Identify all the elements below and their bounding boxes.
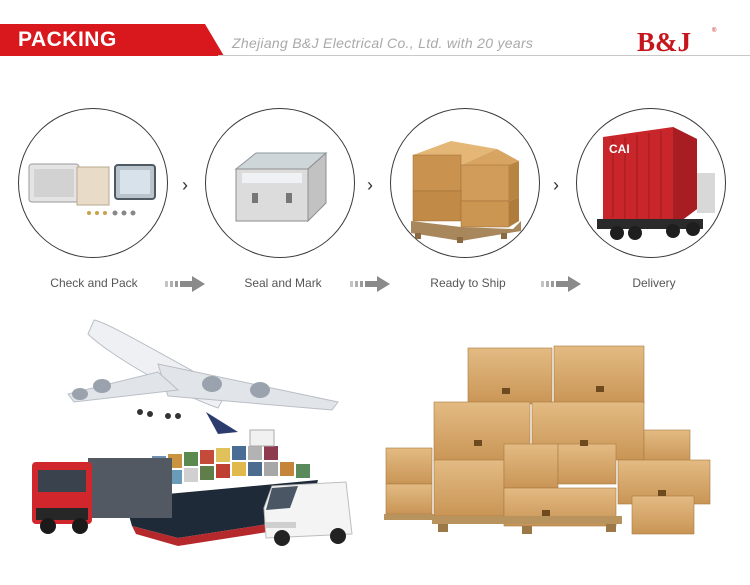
- enclosure-parts-icon: [28, 163, 156, 216]
- chevron-right-icon: ›: [182, 175, 188, 195]
- chevron-right-icon: ›: [367, 175, 373, 195]
- step-ready-to-ship-image: [390, 108, 540, 258]
- flow-arrow-icon: [541, 276, 581, 292]
- step-label: Seal and Mark: [244, 276, 322, 290]
- red-truck-icon: [32, 458, 172, 534]
- sealed-enclosure-icon: [234, 151, 328, 223]
- header-banner: PACKING: [0, 24, 224, 56]
- registered-mark: ®: [712, 28, 717, 34]
- white-van-icon: [263, 481, 353, 546]
- step-check-and-pack-image: [18, 108, 168, 258]
- company-tagline: Zhejiang B&J Electrical Co., Ltd. with 2…: [232, 35, 534, 51]
- airplane-icon: [67, 319, 339, 434]
- page-title: PACKING: [18, 28, 117, 51]
- header-divider: [218, 55, 750, 56]
- container-truck-icon: CAI: [597, 127, 715, 240]
- step-label: Check and Pack: [50, 276, 138, 290]
- flow-arrow-icon: [165, 276, 205, 292]
- cardboard-boxes-image: [384, 345, 711, 535]
- container-marking: CAI: [609, 142, 630, 156]
- transport-collage-image: [32, 319, 353, 546]
- step-seal-and-mark-image: [205, 108, 355, 258]
- step-label: Ready to Ship: [430, 276, 506, 290]
- chevron-right-icon: ›: [553, 175, 559, 195]
- step-label: Delivery: [632, 276, 676, 290]
- brand-logo: B&J: [637, 27, 691, 57]
- step-delivery-image: CAI: [576, 108, 726, 258]
- pallet-boxes-icon: [411, 141, 521, 243]
- flow-arrow-icon: [350, 276, 390, 292]
